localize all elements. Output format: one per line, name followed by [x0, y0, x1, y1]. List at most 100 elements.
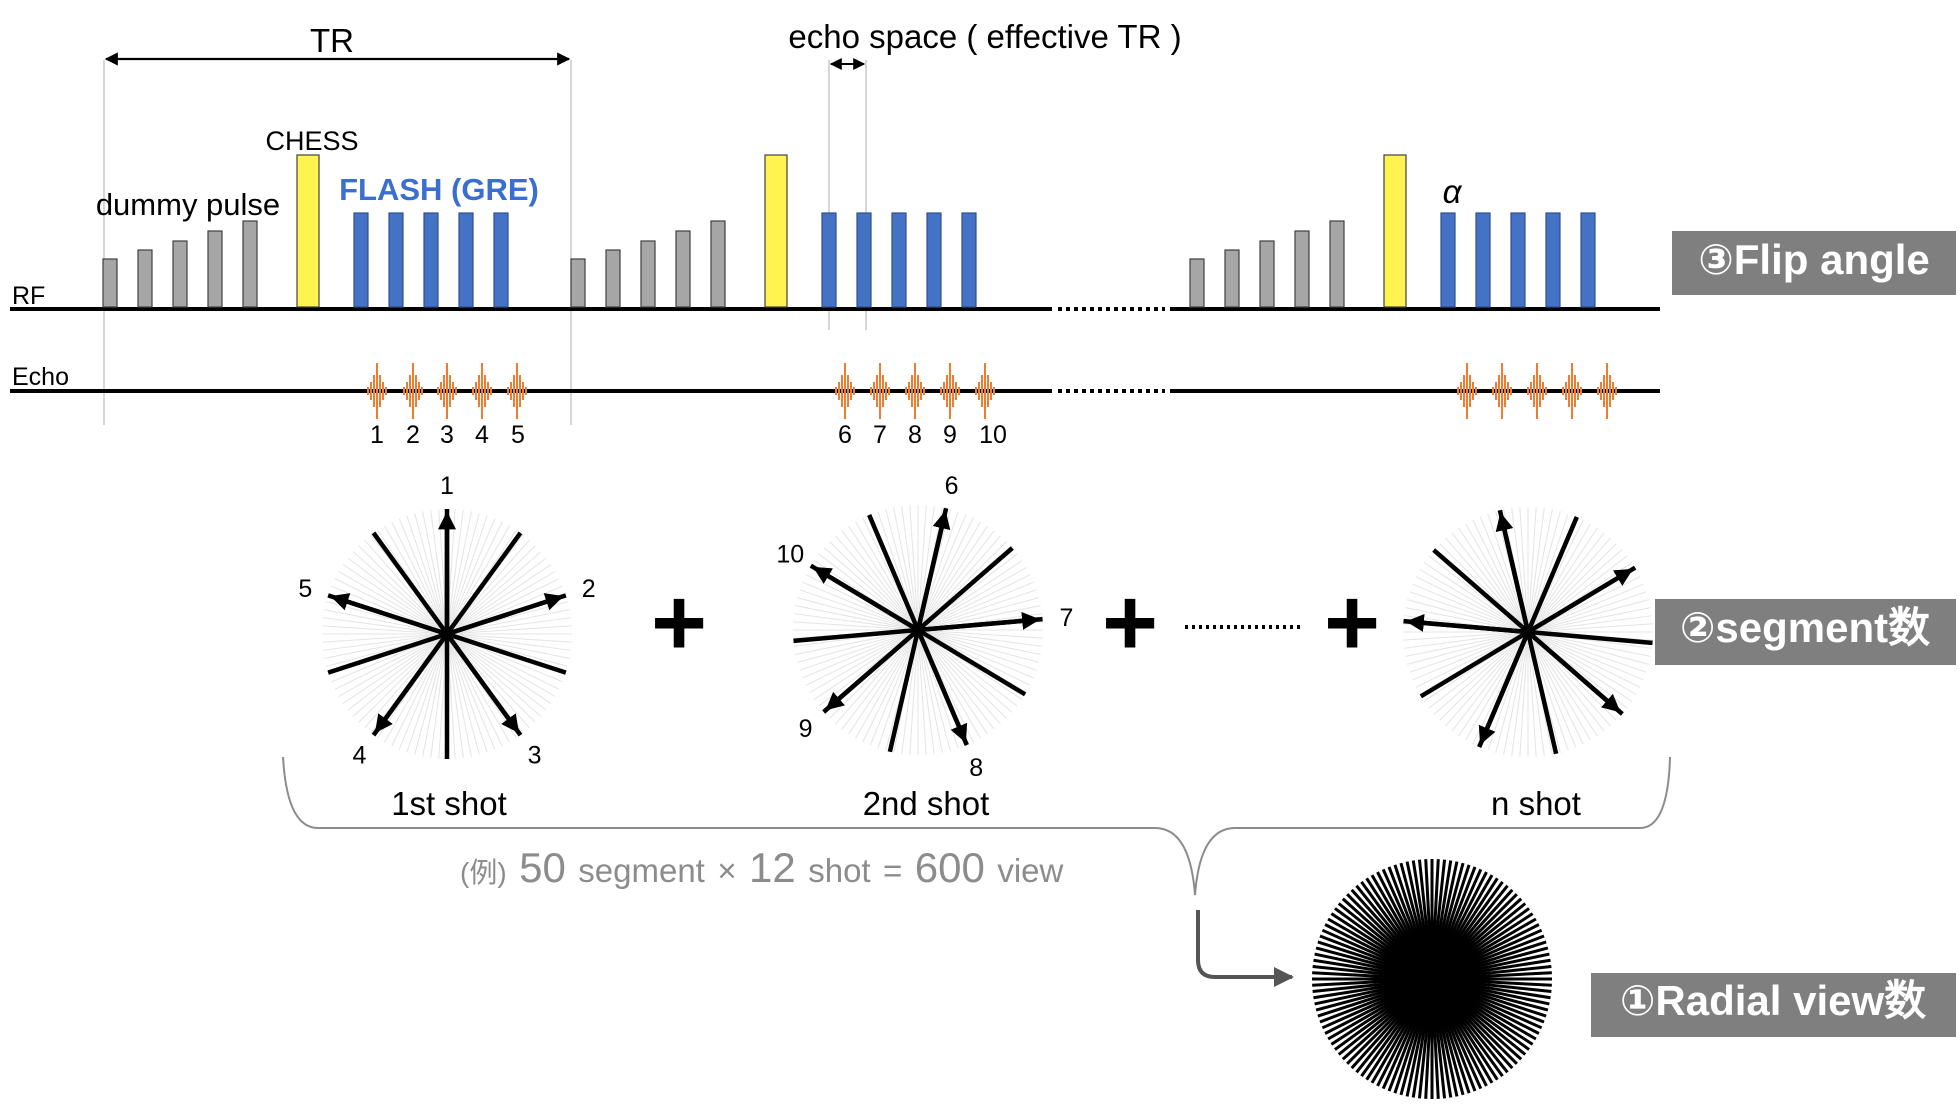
dummy-pulse-bar — [570, 258, 586, 308]
flash-pulse-bar — [856, 212, 872, 308]
combined-spoke — [1312, 971, 1552, 987]
echo-signal — [1597, 363, 1617, 419]
spoke-number: 4 — [352, 742, 366, 770]
dummy-pulse-bar — [1224, 249, 1240, 308]
echo-number: 1 — [370, 421, 384, 449]
dummy-pulse-bar — [1189, 258, 1205, 308]
echo-signal — [905, 363, 925, 419]
equation-eq: = — [883, 852, 902, 889]
k-space-arrow — [330, 593, 448, 637]
segment-badge-bg — [1655, 599, 1956, 665]
flip-angle-badge-bg — [1672, 231, 1956, 295]
rf-label: RF — [12, 282, 45, 310]
spoke-number: 10 — [776, 540, 804, 568]
dummy-pulse-bar — [137, 249, 153, 308]
echo-signal — [507, 363, 527, 419]
flash-label: FLASH (GRE) — [339, 172, 539, 207]
echo-number: 5 — [511, 421, 525, 449]
k-space-arrow — [825, 628, 920, 711]
echo-signal — [940, 363, 960, 419]
dummy-pulse-bar — [710, 220, 726, 308]
echo-signal — [472, 363, 492, 419]
k-space-arrow — [1478, 631, 1531, 745]
tr-label: TR — [310, 22, 354, 59]
flash-pulse-bar — [458, 212, 474, 308]
k-space-arrow — [915, 629, 968, 743]
flash-pulse-bar — [1475, 212, 1491, 308]
equation-n1: 50 — [519, 844, 566, 891]
echo-signal — [1457, 363, 1477, 419]
equation-u1: segment — [578, 852, 705, 889]
echo-signal — [870, 363, 890, 419]
alpha-label: α — [1443, 173, 1463, 210]
dummy-pulse-bar — [1259, 240, 1275, 308]
echo-number: 4 — [475, 421, 489, 449]
echo-number: 2 — [406, 421, 420, 449]
echo-signal — [835, 363, 855, 419]
echo-number: 8 — [908, 421, 922, 449]
echo-signal — [1562, 363, 1582, 419]
flash-pulse-bar — [1545, 212, 1561, 308]
flip-angle-badge: ③Flip angle — [1698, 236, 1930, 283]
equation-n2: 12 — [749, 844, 796, 891]
segment-badge: ②segment数 — [1680, 604, 1930, 651]
echo-signal — [403, 363, 423, 419]
equation-u2: shot — [808, 852, 870, 889]
flash-pulse-bar — [961, 212, 977, 308]
dummy-pulse-bar — [605, 249, 621, 308]
spoke-number: 5 — [298, 575, 312, 603]
spoke-number: 9 — [799, 715, 813, 743]
k-space-arrow — [915, 510, 951, 631]
equation-prefix: (例) — [460, 857, 507, 888]
dummy-pulse-bar — [640, 240, 656, 308]
flash-pulse-bar — [388, 212, 404, 308]
flash-pulse-bar — [423, 212, 439, 308]
chess-pulse-bar — [764, 154, 788, 308]
spoke-number: 8 — [969, 754, 983, 782]
flash-pulse-bar — [1440, 212, 1456, 308]
flash-pulse-bar — [1580, 212, 1596, 308]
equation-n3: 600 — [915, 844, 985, 891]
echo-number: 10 — [979, 421, 1007, 449]
dummy-pulse-bar — [242, 220, 258, 308]
echo-label: Echo — [12, 363, 69, 391]
echo-signal — [975, 363, 995, 419]
equation-u3: view — [997, 852, 1063, 889]
chess-pulse-bar — [1383, 154, 1407, 308]
flash-pulse-bar — [1510, 212, 1526, 308]
flash-pulse-bar — [493, 212, 509, 308]
flash-pulse-bar — [821, 212, 837, 308]
equation: (例) 50 segment × 12 shot = 600 view — [460, 844, 1063, 891]
k-space-arrow — [374, 632, 449, 734]
chess-pulse-bar — [296, 154, 320, 308]
flash-pulse-bar — [353, 212, 369, 308]
k-space-arrow — [812, 566, 920, 632]
echo-number: 7 — [873, 421, 887, 449]
dummy-pulse-bar — [207, 230, 223, 308]
spoke-number: 3 — [528, 742, 542, 770]
rf-pulses — [102, 154, 1596, 308]
spoke-number: 6 — [945, 472, 959, 500]
k-space-arrow — [1526, 630, 1621, 713]
spoke-number: 2 — [582, 575, 596, 603]
dummy-pulse-label: dummy pulse — [96, 187, 280, 222]
echo-signal — [367, 363, 387, 419]
k-space-arrow — [1526, 568, 1634, 634]
spoke-number: 7 — [1059, 604, 1073, 632]
echo-number: 9 — [943, 421, 957, 449]
echo-signal — [1492, 363, 1512, 419]
echo-signal — [437, 363, 457, 419]
k-space-arrow — [1495, 512, 1531, 633]
echo-number: 3 — [440, 421, 454, 449]
dummy-pulse-bar — [1294, 230, 1310, 308]
plus-sign-2: + — [1102, 569, 1158, 676]
flash-pulse-bar — [891, 212, 907, 308]
equation-times: × — [717, 852, 736, 889]
chess-label: CHESS — [265, 126, 358, 156]
echo-space-label: echo space ( effective TR ) — [788, 18, 1181, 55]
dummy-pulse-bar — [675, 230, 691, 308]
